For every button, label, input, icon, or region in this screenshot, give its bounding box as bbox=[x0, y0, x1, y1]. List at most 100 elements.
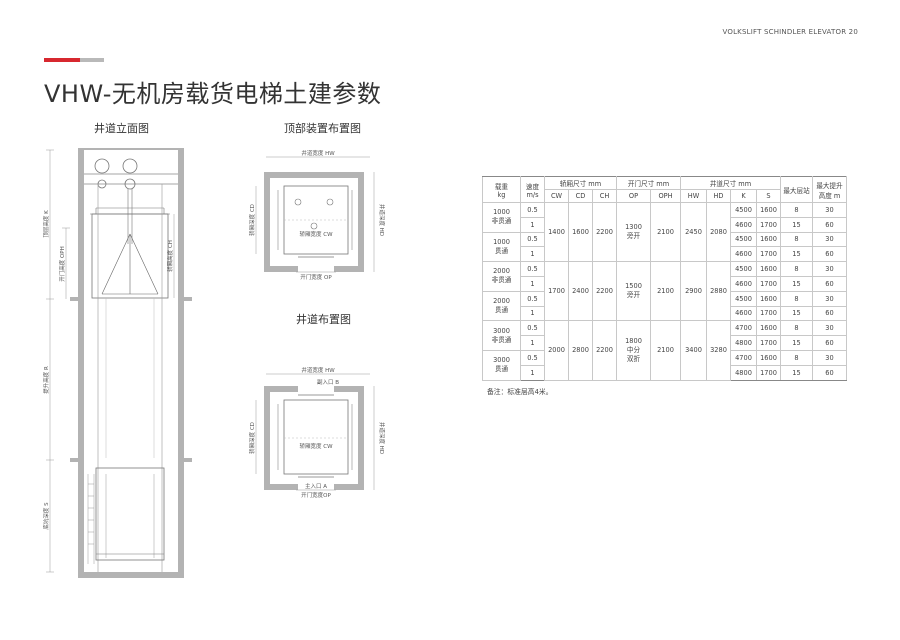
cell-speed: 0.5 bbox=[520, 231, 545, 248]
cell-speed: 1 bbox=[520, 246, 545, 263]
cell-speed: 0.5 bbox=[520, 290, 545, 307]
header-door-size: 开门尺寸 mm bbox=[616, 176, 681, 190]
cell-speed: 0.5 bbox=[520, 261, 545, 277]
cell-ch: 2200 bbox=[592, 261, 617, 322]
header-car-size: 轿厢尺寸 mm bbox=[544, 176, 617, 190]
cell-travel: 30 bbox=[812, 261, 847, 277]
cell-travel: 60 bbox=[812, 305, 847, 322]
cell-speed: 1 bbox=[520, 216, 545, 233]
header-cd: CD bbox=[568, 189, 593, 203]
table-row: 1 4800 1700 15 60 bbox=[483, 364, 847, 381]
cell-stops: 8 bbox=[780, 231, 813, 248]
header-hw: HW bbox=[680, 189, 707, 203]
cell-stops: 8 bbox=[780, 202, 813, 218]
cell-k: 4600 bbox=[730, 216, 757, 233]
header-ch: CH bbox=[592, 189, 617, 203]
cell-travel: 30 bbox=[812, 320, 847, 337]
table-row: 1 4600 1700 15 60 bbox=[483, 216, 847, 233]
cell-hd: 2080 bbox=[706, 201, 731, 263]
cell-stops: 15 bbox=[780, 335, 813, 351]
page-title: VHW-无机房载货电梯土建参数 bbox=[44, 80, 382, 108]
cell-oph: 2100 bbox=[650, 320, 681, 381]
top-layout-drawing: 井道宽度 HW 轿厢宽度 CW 开门宽度 OP 轿厢深度 CD 井道深度 HD bbox=[248, 149, 386, 281]
cell-s: 1600 bbox=[756, 349, 781, 366]
shaft-layout-title: 井道布置图 bbox=[296, 313, 351, 326]
cell-speed: 1 bbox=[520, 364, 545, 381]
cell-k: 4600 bbox=[730, 305, 757, 322]
brand-line: VOLKSLIFT SCHINDLER ELEVATOR 20 bbox=[722, 28, 858, 36]
cell-stops: 15 bbox=[780, 216, 813, 233]
cell-travel: 60 bbox=[812, 364, 847, 381]
cell-speed: 1 bbox=[520, 275, 545, 292]
cell-k: 4500 bbox=[730, 261, 757, 277]
cell-s: 1600 bbox=[756, 231, 781, 248]
label-entrance-b: 副入口 B bbox=[317, 378, 339, 386]
label-car-width: 轿厢宽度 CW bbox=[299, 230, 333, 238]
table-note: 备注：标准层高4米。 bbox=[487, 388, 553, 396]
cell-travel: 60 bbox=[812, 216, 847, 233]
cell-ch: 2200 bbox=[592, 201, 617, 263]
header-op: OP bbox=[616, 189, 651, 203]
label-top-height: 顶层高度 K bbox=[42, 210, 50, 238]
label-car-height: 轿厢高度 CH bbox=[166, 240, 174, 272]
cell-stops: 8 bbox=[780, 349, 813, 366]
cell-k: 4500 bbox=[730, 202, 757, 218]
label-entrance-a: 主入口 A bbox=[305, 482, 327, 490]
cell-cw: 1700 bbox=[544, 261, 569, 322]
cell-s: 1700 bbox=[756, 335, 781, 351]
accent-bar-gray bbox=[80, 58, 104, 62]
cell-oph: 2100 bbox=[650, 201, 681, 263]
cell-k: 4800 bbox=[730, 364, 757, 381]
label-door-width: 开门宽度 OP bbox=[300, 273, 332, 281]
cell-speed: 0.5 bbox=[520, 320, 545, 337]
header-shaft-size: 井道尺寸 mm bbox=[680, 176, 781, 190]
shaft-layout-drawing: 井道宽度 HW 副入口 B 轿厢宽度 CW 主入口 A 开门宽度OP 轿厢深度 … bbox=[248, 366, 386, 499]
header-hd: HD bbox=[706, 189, 731, 203]
cell-speed: 1 bbox=[520, 305, 545, 322]
label-shaft-depth-2: 井道深度 HD bbox=[378, 422, 386, 454]
label-car-depth: 轿厢深度 CD bbox=[248, 204, 256, 236]
cell-cd: 2800 bbox=[568, 320, 593, 381]
cell-k: 4600 bbox=[730, 246, 757, 263]
cell-cd: 1600 bbox=[568, 201, 593, 263]
table-row: 1 4600 1700 15 60 bbox=[483, 246, 847, 263]
label-shaft-width-2: 井道宽度 HW bbox=[301, 366, 335, 374]
cell-travel: 60 bbox=[812, 335, 847, 351]
header-k: K bbox=[730, 189, 757, 203]
cell-hw: 3400 bbox=[680, 320, 707, 381]
cell-hd: 3280 bbox=[706, 320, 731, 381]
cell-cd: 2400 bbox=[568, 261, 593, 322]
accent-bar-red bbox=[44, 58, 80, 62]
cell-s: 1600 bbox=[756, 290, 781, 307]
cell-s: 1700 bbox=[756, 246, 781, 263]
cell-travel: 30 bbox=[812, 290, 847, 307]
label-car-depth-2: 轿厢深度 CD bbox=[248, 422, 256, 454]
elevation-drawing: 顶层高度 K 开门高度 OPH 轿厢高度 CH 提升高度 R 底坑深度 S bbox=[42, 148, 192, 578]
cell-k: 4500 bbox=[730, 290, 757, 307]
label-pit-depth: 底坑深度 S bbox=[42, 502, 50, 530]
elevation-title: 井道立面图 bbox=[94, 122, 149, 135]
cell-s: 1700 bbox=[756, 275, 781, 292]
cell-travel: 60 bbox=[812, 275, 847, 292]
header-s: S bbox=[756, 189, 781, 203]
cell-k: 4700 bbox=[730, 349, 757, 366]
header-oph: OPH bbox=[650, 189, 681, 203]
cell-k: 4700 bbox=[730, 320, 757, 337]
cell-stops: 15 bbox=[780, 246, 813, 263]
label-door-width-2: 开门宽度OP bbox=[301, 491, 331, 499]
label-shaft-depth: 井道深度 HD bbox=[378, 204, 386, 236]
cell-stops: 8 bbox=[780, 290, 813, 307]
